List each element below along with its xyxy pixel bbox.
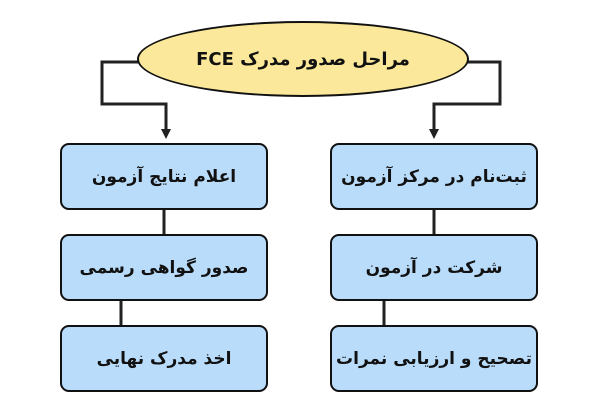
diagram-title: مراحل صدور مدرک FCE: [196, 48, 410, 70]
step-box-registration: ثبت‌نام در مرکز آزمون: [330, 143, 538, 210]
step-box-results-announcement: اعلام نتایج آزمون: [60, 143, 268, 210]
connector-right-arrow: [429, 60, 502, 139]
step-label: صدور گواهی رسمی: [79, 257, 249, 278]
step-label: شرکت در آزمون: [365, 257, 503, 278]
step-box-take-exam: شرکت در آزمون: [330, 234, 538, 301]
step-label: تصحیح و ارزیابی نمرات: [336, 348, 532, 369]
connector-left-arrow: [100, 60, 171, 139]
step-box-grading: تصحیح و ارزیابی نمرات: [330, 325, 538, 392]
step-label: اخذ مدرک نهایی: [96, 348, 232, 369]
title-ellipse: مراحل صدور مدرک FCE: [137, 21, 469, 97]
step-box-official-certificate: صدور گواهی رسمی: [60, 234, 268, 301]
step-box-final-certificate: اخذ مدرک نهایی: [60, 325, 268, 392]
step-label: ثبت‌نام در مرکز آزمون: [341, 166, 527, 187]
step-label: اعلام نتایج آزمون: [91, 166, 237, 187]
